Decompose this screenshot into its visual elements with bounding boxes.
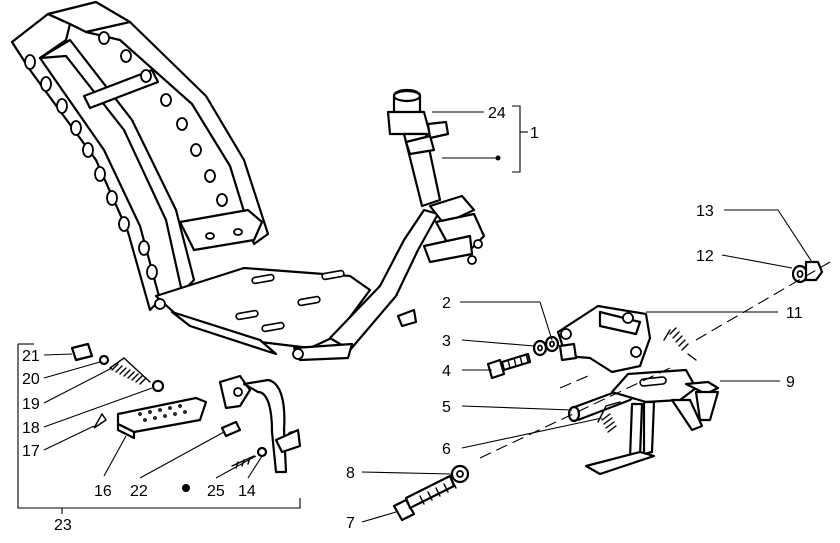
callout-2: 2	[442, 295, 451, 312]
callout-17: 17	[22, 443, 40, 460]
pedal-leader-lines	[17, 343, 301, 514]
bolt-7	[392, 474, 457, 522]
footrest-grip	[138, 404, 187, 422]
callout-4: 4	[442, 363, 451, 380]
pedal-group	[70, 342, 302, 492]
callout-24: 24	[488, 105, 506, 122]
washer-8	[450, 464, 470, 484]
callout-22: 22	[130, 483, 148, 500]
callout-1: 1	[530, 125, 539, 142]
callout-16: 16	[94, 483, 112, 500]
pin-22	[220, 420, 242, 438]
washer-nut-12-13	[791, 260, 824, 284]
washer-14	[256, 446, 268, 458]
center-stand-9	[584, 368, 720, 476]
washer-3	[532, 335, 560, 357]
steering-tube-assembly	[386, 88, 486, 265]
screw-25	[231, 455, 255, 469]
ball-18	[151, 379, 165, 393]
rubber-pad-21	[70, 342, 94, 362]
leader-lines	[361, 105, 813, 523]
callout-20: 20	[22, 371, 40, 388]
callout-12: 12	[696, 248, 714, 265]
callout-21: 21	[22, 348, 40, 365]
footrest-16	[116, 396, 208, 440]
callout-8: 8	[346, 465, 355, 482]
ball-20	[98, 354, 110, 366]
spring-11	[663, 327, 697, 361]
scooter-frame	[10, 0, 440, 362]
spring-6	[597, 401, 621, 433]
callout-7: 7	[346, 515, 355, 532]
screw-4	[486, 352, 532, 380]
callout-18: 18	[22, 420, 40, 437]
axis-lines	[479, 261, 831, 459]
callout-14: 14	[238, 483, 256, 500]
callout-19: 19	[22, 396, 40, 413]
callout-13: 13	[696, 203, 714, 220]
floor-slots	[235, 269, 345, 333]
callout-labels: 24 1 2 3 4 5 6 8 7 11 9 12 13 21 20 19 1…	[22, 105, 803, 534]
callout-23: 23	[54, 517, 72, 534]
pin-17	[93, 412, 107, 429]
callout-6: 6	[442, 441, 451, 458]
callout-9: 9	[786, 374, 795, 391]
spring-19	[109, 357, 151, 385]
pedal-arm	[218, 374, 302, 474]
stand-bracket-11	[556, 304, 652, 374]
callout-3: 3	[442, 333, 451, 350]
callout-25: 25	[207, 483, 225, 500]
callout-5: 5	[442, 399, 451, 416]
marker-dot-pedal	[182, 484, 190, 492]
frame-holes	[24, 31, 240, 280]
callout-11: 11	[786, 305, 803, 322]
